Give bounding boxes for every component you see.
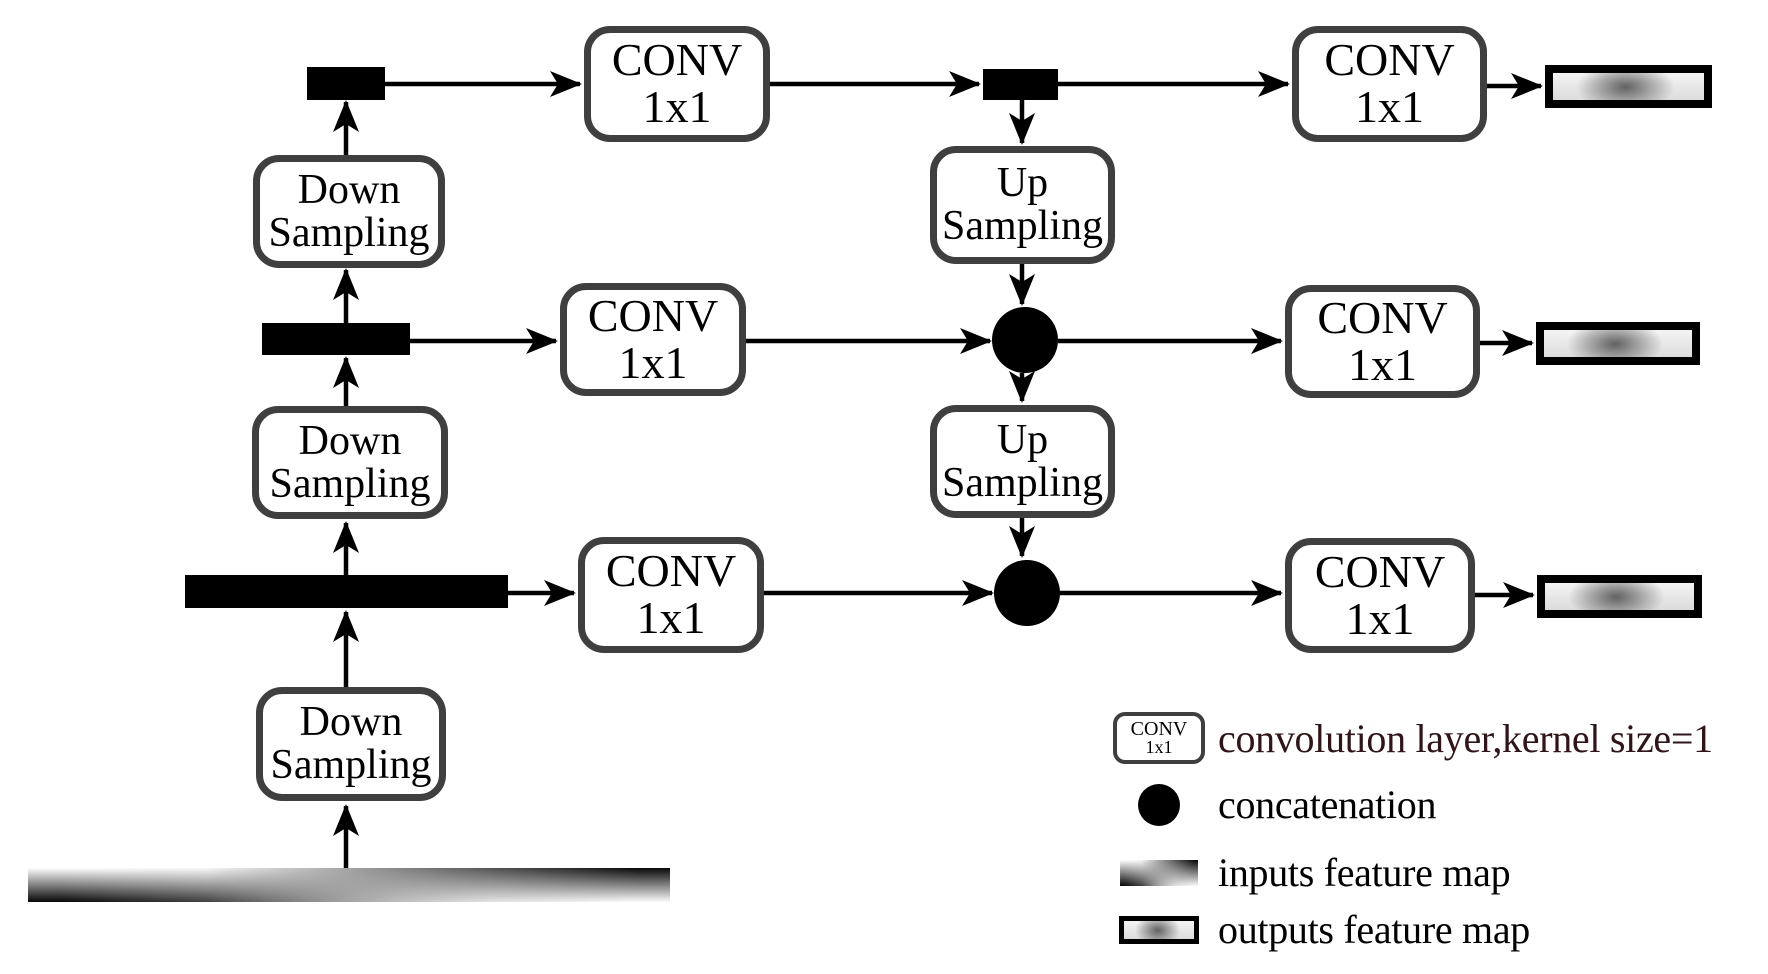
inputs-gradient-swatch-icon [1120,859,1198,886]
concatenation-node-2 [994,560,1060,626]
conv-1x1-swatch-icon: CONV 1x1 [1113,712,1205,764]
down-sampling-box-2: Down Sampling [252,406,448,519]
legend-conv-swatch-line1: CONV [1130,717,1188,740]
conv-label-line2: 1x1 [636,592,706,643]
conv-label-line2: 1x1 [1355,81,1424,132]
down-sampling-label-line1: Down [298,417,402,464]
legend-conv-swatch-line2: 1x1 [1145,736,1173,757]
conv-box-left-row3: CONV 1x1 [578,537,764,653]
outputs-feature-map-bar-row1 [1545,65,1712,108]
conv-label-line1: CONV [1324,34,1455,86]
down-sampling-label-line1: Down [297,166,401,213]
legend-item-label: convolution layer,kernel size=1 [1218,715,1713,761]
legend-swatch-slot [1100,859,1218,886]
down-sampling-label-line2: Sampling [269,460,431,507]
down-sampling-label-line2: Sampling [268,209,430,256]
legend-item-inputs: inputs feature map [1100,849,1511,896]
concatenation-node-1 [992,307,1058,373]
outputs-feature-map-bar-row2 [1536,322,1700,365]
filled-circle-swatch-icon [1138,783,1180,826]
legend-swatch-slot [1100,915,1218,944]
conv-label-line1: CONV [1317,291,1448,343]
conv-label-line1: CONV [1314,545,1446,597]
conv-label-line2: 1x1 [1348,338,1417,390]
down-sampling-box-1: Down Sampling [253,155,445,268]
conv-label-line1: CONV [587,289,719,341]
feature-bar-top-mid [983,69,1058,100]
up-sampling-label-line1: Up [996,160,1049,207]
up-sampling-box-2: Up Sampling [930,405,1115,518]
up-sampling-label-line1: Up [996,416,1049,463]
legend-swatch-slot: CONV 1x1 [1100,712,1218,764]
down-sampling-box-3: Down Sampling [256,687,446,801]
legend-item-label: inputs feature map [1218,850,1511,895]
conv-box-right-row2: CONV 1x1 [1285,285,1480,398]
conv-label-line2: 1x1 [1345,592,1415,644]
outputs-gradient-swatch-icon [1119,915,1199,944]
legend-item-label: concatenation [1218,782,1437,827]
down-sampling-label-line2: Sampling [270,742,432,788]
down-sampling-label-line1: Down [299,699,403,746]
up-sampling-label-line2: Sampling [941,459,1103,506]
up-sampling-label-line2: Sampling [941,203,1103,249]
legend-item-outputs: outputs feature map [1100,906,1530,953]
conv-box-right-row1: CONV 1x1 [1292,26,1487,142]
legend-item-concatenation: concatenation [1100,781,1437,828]
conv-label-line2: 1x1 [618,336,688,388]
conv-box-left-row2: CONV 1x1 [560,283,746,396]
conv-box-left-row1: CONV 1x1 [584,26,770,142]
legend-swatch-slot [1100,783,1218,826]
outputs-feature-map-bar-row3 [1537,575,1702,618]
feature-bar-level2 [262,323,410,355]
conv-label-line1: CONV [605,545,737,597]
feature-bar-level3 [185,575,508,608]
conv-label-line1: CONV [611,34,743,86]
legend-item-label: outputs feature map [1218,907,1530,952]
inputs-feature-map-bar [28,868,670,902]
legend-item-convolution: CONV 1x1 convolution layer,kernel size=1 [1100,712,1713,764]
feature-bar-level1 [307,67,385,100]
conv-box-right-row3: CONV 1x1 [1285,538,1475,653]
up-sampling-box-1: Up Sampling [930,146,1115,264]
conv-label-line2: 1x1 [642,81,712,132]
